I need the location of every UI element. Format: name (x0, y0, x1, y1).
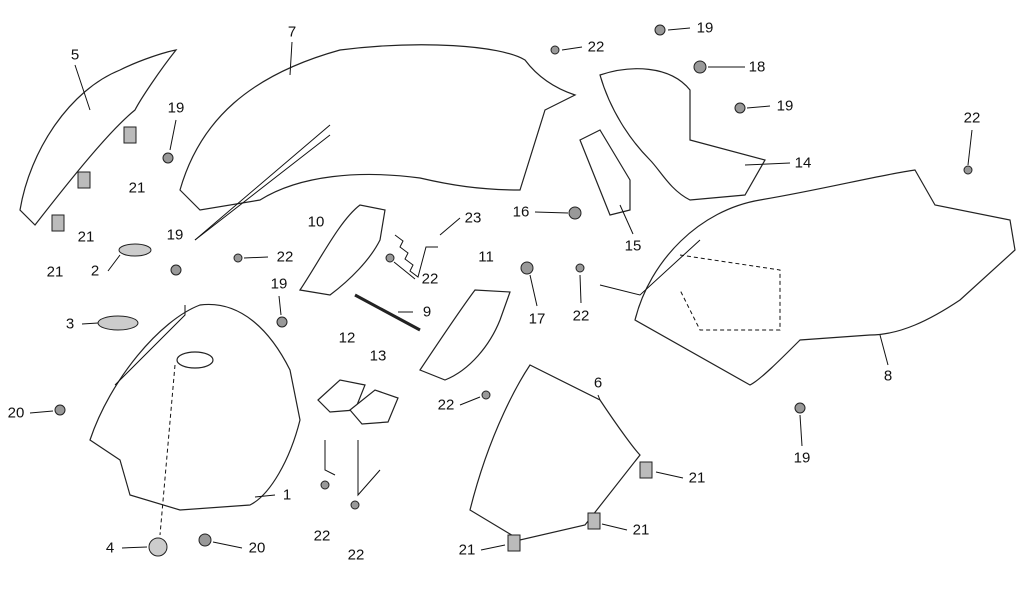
part-6-panel (469, 364, 641, 541)
callout-21: 21 (458, 541, 476, 559)
callout-11: 11 (478, 248, 494, 266)
callout-19: 19 (776, 97, 794, 115)
callout-17: 17 (528, 310, 546, 328)
part-8-side-panel (634, 169, 1016, 386)
part-15-bracket (579, 129, 631, 216)
callout-21: 21 (128, 179, 146, 197)
part-7-front-cover (179, 44, 577, 211)
callout-21: 21 (46, 263, 64, 281)
callout-5: 5 (70, 46, 80, 64)
part-13-bracket (349, 389, 399, 425)
callout-21: 21 (632, 521, 650, 539)
callout-19: 19 (166, 226, 184, 244)
callout-20: 20 (248, 539, 266, 557)
callout-3: 3 (65, 315, 75, 333)
callout-21: 21 (688, 469, 706, 487)
callout-8: 8 (883, 367, 893, 385)
callout-4: 4 (105, 539, 115, 557)
part-4-nut (148, 537, 168, 557)
callout-12: 12 (338, 329, 356, 347)
callout-23: 23 (464, 209, 482, 227)
callout-19: 19 (793, 449, 811, 467)
callout-7: 7 (287, 23, 297, 41)
part-11-bracket (419, 289, 511, 381)
part-3-gasket (97, 315, 139, 331)
callout-19: 19 (696, 19, 714, 37)
part-23-spring (394, 234, 438, 278)
callout-21: 21 (77, 228, 95, 246)
callout-16: 16 (512, 203, 530, 221)
callout-22: 22 (587, 38, 605, 56)
callout-22: 22 (572, 307, 590, 325)
callout-19: 19 (167, 99, 185, 117)
part-12-bracket (317, 379, 366, 413)
callout-19: 19 (270, 275, 288, 293)
callout-22: 22 (421, 270, 439, 288)
callout-20: 20 (7, 404, 25, 422)
screws (54, 24, 973, 547)
part-9-shaft (354, 293, 421, 332)
callout-22: 22 (276, 248, 294, 266)
callout-10: 10 (307, 213, 325, 231)
callout-9: 9 (422, 303, 432, 321)
callout-18: 18 (748, 58, 766, 76)
callout-22: 22 (437, 396, 455, 414)
part-5-trim (19, 49, 178, 226)
leader-lines (29, 27, 973, 551)
part-10-bracket (298, 204, 386, 296)
callout-22: 22 (963, 109, 981, 127)
part-1-front-fender (89, 303, 301, 511)
part-14-inner-panel (599, 68, 766, 201)
clips-21 (51, 126, 653, 552)
callout-1: 1 (282, 486, 292, 504)
part-2-cap (118, 243, 152, 257)
callout-22: 22 (347, 546, 365, 564)
callout-14: 14 (794, 154, 812, 172)
callout-2: 2 (90, 262, 100, 280)
callout-15: 15 (624, 237, 642, 255)
callout-6: 6 (593, 374, 603, 392)
callout-22: 22 (313, 527, 331, 545)
callout-13: 13 (369, 347, 387, 365)
